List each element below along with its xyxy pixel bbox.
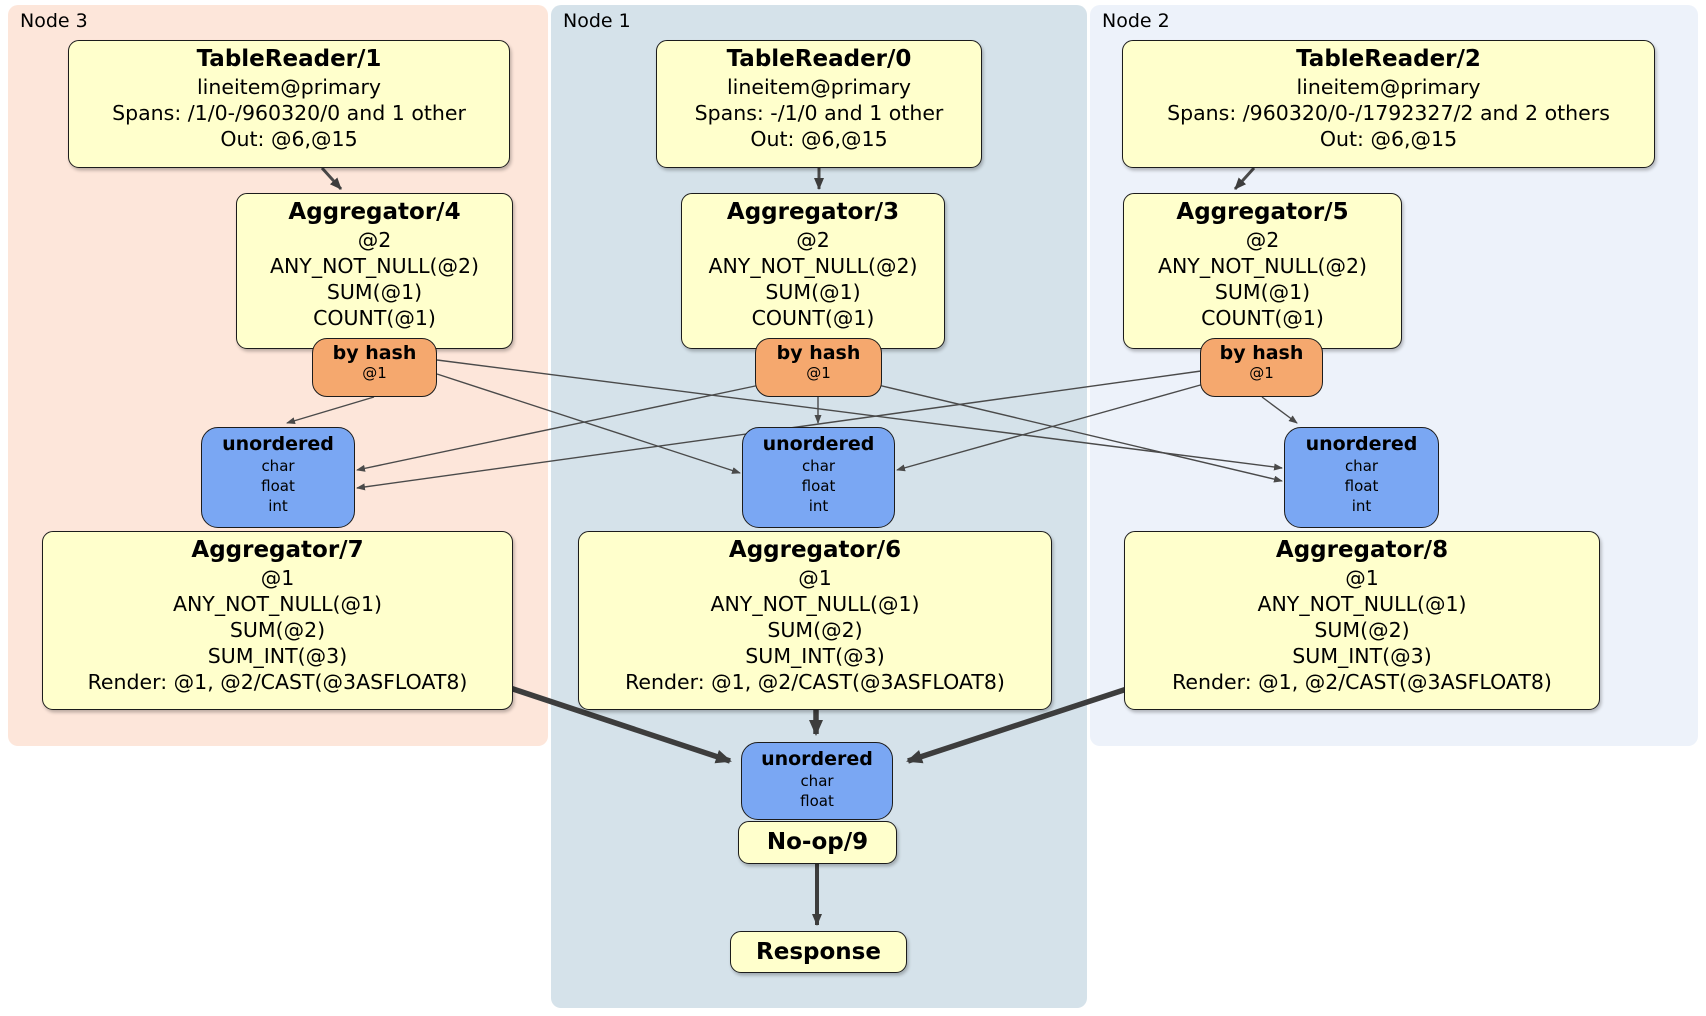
response-box: Response: [730, 931, 907, 973]
aggregator-6-title: Aggregator/6: [728, 537, 902, 563]
hash-router-node2: by hash @1: [1200, 338, 1323, 397]
node3-label: Node 3: [20, 10, 88, 32]
aggregator-5-fn2: SUM(@1): [1214, 280, 1311, 304]
unordered-sync-final-title: unordered: [761, 748, 873, 770]
tablereader-2-index: lineitem@primary: [1296, 75, 1481, 99]
node1-label: Node 1: [563, 10, 631, 32]
aggregator-5-group: @2: [1245, 228, 1280, 252]
aggregator-7-fn3: SUM_INT(@3): [207, 644, 348, 668]
aggregator-6-box: Aggregator/6 @1 ANY_NOT_NULL(@1) SUM(@2)…: [578, 531, 1052, 710]
unordered-sync-node3-title: unordered: [222, 433, 334, 455]
tablereader-0-title: TableReader/0: [726, 46, 912, 72]
unordered-sync-node1-title: unordered: [762, 433, 875, 455]
aggregator-7-fn2: SUM(@2): [229, 618, 326, 642]
aggregator-8-render: Render: @1, @2/CAST(@3ASFLOAT8): [1172, 670, 1552, 694]
aggregator-4-title: Aggregator/4: [288, 199, 461, 225]
aggregator-4-fn1: ANY_NOT_NULL(@2): [269, 254, 480, 278]
unordered-sync-node3-stream: char: [261, 457, 295, 475]
aggregator-3-fn1: ANY_NOT_NULL(@2): [708, 254, 918, 278]
unordered-sync-node1: unordered char float int: [742, 427, 895, 528]
tablereader-2-out: Out: @6,@15: [1319, 127, 1458, 151]
node2-label: Node 2: [1102, 10, 1170, 32]
aggregator-5-box: Aggregator/5 @2 ANY_NOT_NULL(@2) SUM(@1)…: [1123, 193, 1402, 349]
unordered-sync-final: unordered char float: [741, 742, 893, 820]
aggregator-7-render: Render: @1, @2/CAST(@3ASFLOAT8): [87, 670, 468, 694]
aggregator-8-title: Aggregator/8: [1275, 537, 1449, 563]
aggregator-8-fn1: ANY_NOT_NULL(@1): [1257, 592, 1467, 616]
noop-title: No-op/9: [766, 829, 869, 855]
hash-router-node1-key: @1: [806, 364, 831, 382]
unordered-sync-node2-title: unordered: [1305, 433, 1418, 455]
unordered-sync-node2: unordered char float int: [1284, 427, 1439, 528]
aggregator-8-fn3: SUM_INT(@3): [1292, 644, 1432, 668]
aggregator-3-fn3: COUNT(@1): [751, 306, 875, 330]
aggregator-4-box: Aggregator/4 @2 ANY_NOT_NULL(@2) SUM(@1)…: [236, 193, 513, 349]
unordered-sync-node1-stream: float: [801, 477, 836, 495]
tablereader-0-box: TableReader/0 lineitem@primary Spans: -/…: [656, 40, 982, 168]
aggregator-3-title: Aggregator/3: [726, 199, 900, 225]
unordered-sync-node3-stream: float: [261, 477, 295, 495]
tablereader-0-out: Out: @6,@15: [750, 127, 888, 151]
aggregator-8-group: @1: [1345, 566, 1379, 590]
tablereader-1-title: TableReader/1: [196, 46, 382, 72]
tablereader-0-index: lineitem@primary: [726, 75, 912, 99]
tablereader-2-box: TableReader/2 lineitem@primary Spans: /9…: [1122, 40, 1655, 168]
unordered-sync-node2-stream: int: [1351, 497, 1372, 515]
aggregator-6-fn3: SUM_INT(@3): [745, 644, 885, 668]
aggregator-4-fn3: COUNT(@1): [313, 306, 436, 330]
aggregator-7-box: Aggregator/7 @1 ANY_NOT_NULL(@1) SUM(@2)…: [42, 531, 513, 710]
aggregator-6-fn2: SUM(@2): [767, 618, 863, 642]
hash-router-node3: by hash @1: [312, 338, 437, 397]
aggregator-6-render: Render: @1, @2/CAST(@3ASFLOAT8): [625, 670, 1005, 694]
aggregator-7-fn1: ANY_NOT_NULL(@1): [172, 592, 383, 616]
aggregator-8-fn2: SUM(@2): [1314, 618, 1410, 642]
unordered-sync-node3: unordered char float int: [201, 427, 355, 528]
hash-router-node1-title: by hash: [776, 342, 861, 364]
tablereader-1-index: lineitem@primary: [196, 75, 382, 99]
hash-router-node1: by hash @1: [755, 338, 882, 397]
tablereader-2-title: TableReader/2: [1296, 46, 1481, 72]
unordered-sync-node1-stream: char: [801, 457, 836, 475]
tablereader-1-box: TableReader/1 lineitem@primary Spans: /1…: [68, 40, 510, 168]
noop-box: No-op/9: [738, 821, 897, 864]
tablereader-1-out: Out: @6,@15: [220, 127, 358, 151]
aggregator-3-group: @2: [796, 228, 830, 252]
tablereader-0-spans: Spans: -/1/0 and 1 other: [694, 101, 944, 125]
aggregator-8-box: Aggregator/8 @1 ANY_NOT_NULL(@1) SUM(@2)…: [1124, 531, 1600, 710]
response-title: Response: [756, 939, 881, 965]
aggregator-3-box: Aggregator/3 @2 ANY_NOT_NULL(@2) SUM(@1)…: [681, 193, 945, 349]
aggregator-5-title: Aggregator/5: [1176, 199, 1349, 225]
tablereader-2-spans: Spans: /960320/0-/1792327/2 and 2 others: [1167, 101, 1610, 125]
aggregator-5-fn3: COUNT(@1): [1201, 306, 1324, 330]
unordered-sync-node1-stream: int: [808, 497, 829, 515]
unordered-sync-final-stream: float: [800, 792, 834, 810]
aggregator-4-fn2: SUM(@1): [326, 280, 423, 304]
unordered-sync-node2-stream: float: [1344, 477, 1379, 495]
aggregator-7-title: Aggregator/7: [191, 537, 364, 563]
aggregator-3-fn2: SUM(@1): [765, 280, 861, 304]
aggregator-4-group: @2: [357, 228, 392, 252]
hash-router-node3-key: @1: [362, 364, 387, 382]
unordered-sync-final-stream: char: [800, 772, 834, 790]
unordered-sync-node3-stream: int: [268, 497, 288, 515]
hash-router-node2-key: @1: [1249, 364, 1274, 382]
hash-router-node2-title: by hash: [1219, 342, 1304, 364]
aggregator-6-group: @1: [798, 566, 832, 590]
aggregator-5-fn1: ANY_NOT_NULL(@2): [1157, 254, 1368, 278]
unordered-sync-node2-stream: char: [1344, 457, 1379, 475]
hash-router-node3-title: by hash: [332, 342, 417, 364]
aggregator-7-group: @1: [260, 566, 295, 590]
tablereader-1-spans: Spans: /1/0-/960320/0 and 1 other: [112, 101, 466, 125]
aggregator-6-fn1: ANY_NOT_NULL(@1): [710, 592, 920, 616]
